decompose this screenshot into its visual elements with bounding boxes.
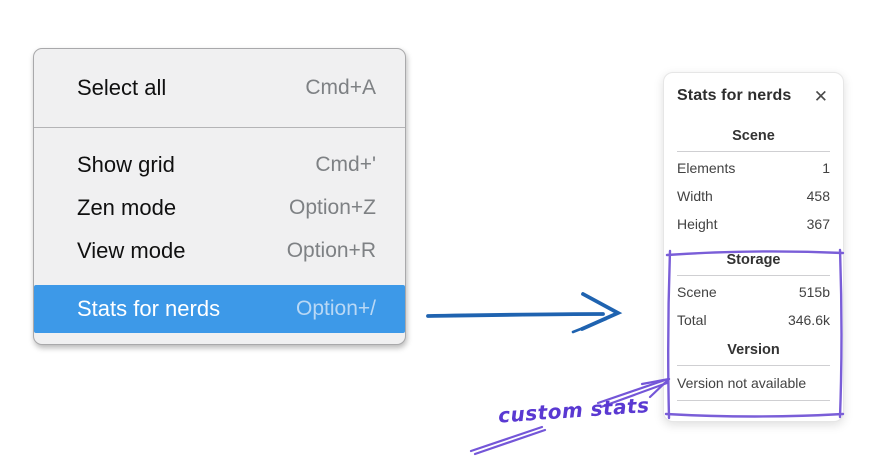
section-divider	[677, 400, 830, 401]
menu-item-label: Show grid	[77, 151, 175, 177]
section-divider	[677, 275, 830, 276]
stat-row-elements: Elements 1	[677, 154, 830, 182]
section-divider	[677, 365, 830, 366]
stat-value: 1	[822, 160, 830, 176]
close-icon[interactable]: ✕	[813, 86, 828, 106]
menu-item-shortcut: Cmd+A	[305, 76, 376, 99]
flow-arrow-icon	[426, 292, 623, 334]
stat-label: Total	[677, 312, 707, 328]
stat-value: 458	[806, 188, 830, 204]
stat-value: 515b	[798, 284, 830, 300]
menu-item-zen-mode[interactable]: Zen mode Option+Z	[34, 186, 405, 229]
context-menu: Select all Cmd+A Show grid Cmd+' Zen mod…	[33, 48, 406, 345]
menu-item-show-grid[interactable]: Show grid Cmd+'	[34, 143, 405, 186]
stat-value: 367	[806, 216, 830, 232]
section-heading-version: Version	[727, 342, 780, 358]
section-heading-scene: Scene	[732, 128, 775, 144]
menu-group-spacer	[34, 128, 405, 143]
stats-panel: Stats for nerds ✕ Scene Elements 1 Width…	[663, 72, 844, 422]
menu-item-shortcut: Option+/	[296, 297, 376, 320]
annotation-text: custom stats	[497, 393, 651, 428]
stat-label: Height	[677, 216, 718, 232]
menu-item-label: Zen mode	[77, 194, 177, 220]
section-divider	[677, 151, 830, 152]
menu-item-shortcut: Cmd+'	[315, 152, 376, 176]
stat-row-width: Width 458	[677, 182, 830, 210]
stat-row-total-storage: Total 346.6k	[677, 306, 830, 334]
stat-row-scene-storage: Scene 515b	[677, 278, 830, 306]
section-heading-storage: Storage	[726, 252, 781, 268]
menu-divider	[34, 127, 405, 128]
stat-label: Elements	[677, 160, 736, 176]
stats-panel-title: Stats for nerds	[677, 87, 792, 104]
stat-label: Scene	[677, 284, 717, 300]
menu-item-label: Select all	[77, 75, 167, 100]
version-note: Version not available	[677, 375, 807, 391]
menu-item-shortcut: Option+Z	[289, 195, 376, 219]
menu-item-shortcut: Option+R	[286, 238, 376, 262]
menu-item-select-all[interactable]: Select all Cmd+A	[34, 49, 405, 127]
menu-item-stats-for-nerds[interactable]: Stats for nerds Option+/	[34, 285, 405, 333]
stat-label: Width	[677, 188, 713, 204]
stats-panel-header: Stats for nerds ✕	[677, 84, 830, 108]
menu-item-label: Stats for nerds	[77, 296, 221, 321]
annotation-arrow-icon	[469, 377, 671, 456]
stat-value: 346.6k	[787, 312, 830, 328]
menu-item-label: View mode	[77, 237, 186, 263]
stat-row-height: Height 367	[677, 210, 830, 238]
menu-item-view-mode[interactable]: View mode Option+R	[34, 229, 405, 272]
